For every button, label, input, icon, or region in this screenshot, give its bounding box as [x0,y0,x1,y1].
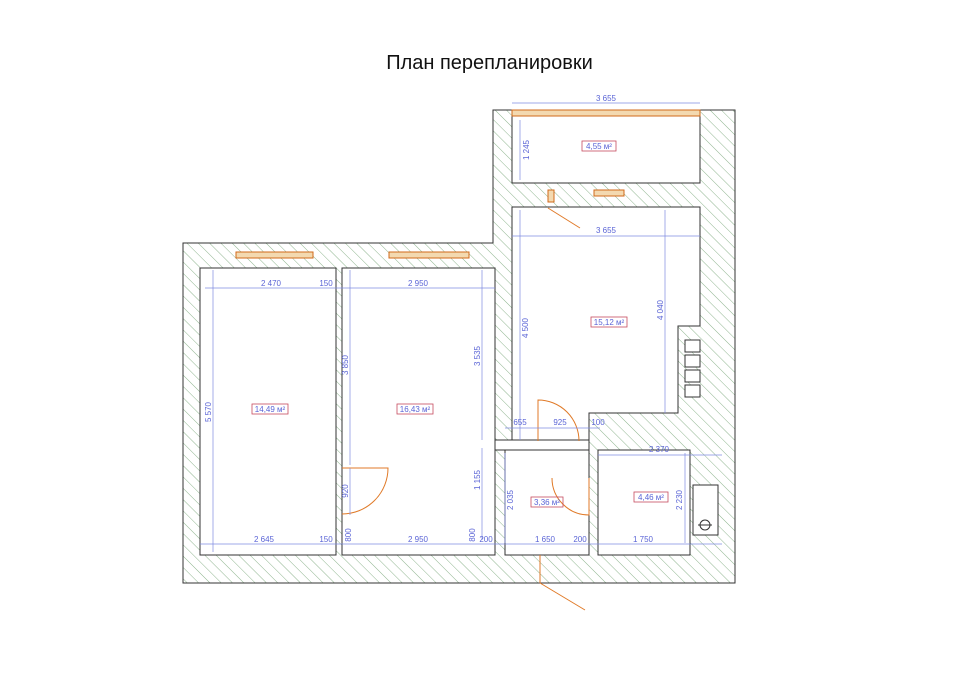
dim-mid-bottom-right: 800 [468,528,477,542]
closet-block [684,369,701,383]
shaft [692,484,719,536]
door-swing-mid [341,467,389,515]
dim-kitchen-depth-left: 4 500 [521,317,530,338]
area-kitchen: 15,12 м² [594,318,625,327]
closet-block [684,339,701,353]
dim-left-bottom: 2 645 [254,535,275,544]
dim-mid-bottom: 2 950 [408,535,429,544]
window-kitchen-b [593,189,625,197]
closet-block [684,354,701,368]
dim-left-bottom-wall: 150 [319,535,333,544]
closet-block [684,384,701,398]
dim-left-room-height: 5 570 [204,401,213,422]
area-room-middle: 16,43 м² [400,405,431,414]
door-swing-bath [551,477,590,516]
window-middle [388,251,470,259]
dim-left-room-top: 2 470 [261,279,282,288]
dim-bath-width: 1 650 [535,535,556,544]
window-kitchen-a [547,189,555,203]
area-hall-right: 4,46 м² [638,493,664,502]
dim-mid-room-height-left: 3 850 [341,354,350,375]
door-entrance [539,555,586,611]
dim-hall-top: 2 370 [649,445,670,454]
dim-mid-room-height-right: 3 535 [473,345,482,366]
room-left [199,267,337,556]
room-middle [341,267,496,556]
plan-title: План перепланировки [386,52,593,74]
dim-balcony-depth: 1 245 [522,139,531,160]
dim-mid-room-lower-right: 1 155 [473,469,482,490]
dim-mid-room-top: 2 950 [408,279,429,288]
area-room-left: 14,49 м² [255,405,286,414]
corridor [494,439,590,451]
dim-bath-height: 2 035 [506,489,515,510]
dim-wall-200b: 200 [573,535,587,544]
dim-k-925: 925 [553,418,567,427]
dim-door-920: 920 [341,484,350,498]
dim-hall-width: 1 750 [633,535,654,544]
door-swing-kitchen [537,399,580,442]
dim-kitchen-width: 3 655 [596,226,617,235]
area-bath: 3,36 м² [534,498,560,507]
window-balcony [511,109,701,117]
door-balcony [547,207,581,229]
dim-k-655: 655 [513,418,527,427]
hall-right [597,449,691,556]
dim-kitchen-depth-right: 4 040 [656,299,665,320]
dim-wall-200a: 200 [479,535,493,544]
dim-hall-height: 2 230 [675,489,684,510]
dim-balcony-width: 3 655 [596,94,617,103]
dim-k-100: 100 [591,418,605,427]
window-left [235,251,314,259]
area-balcony: 4,55 м² [586,142,612,151]
dim-mid-bottom-left: 800 [344,528,353,542]
balcony [511,110,701,184]
dim-left-room-top-wall: 150 [319,279,333,288]
